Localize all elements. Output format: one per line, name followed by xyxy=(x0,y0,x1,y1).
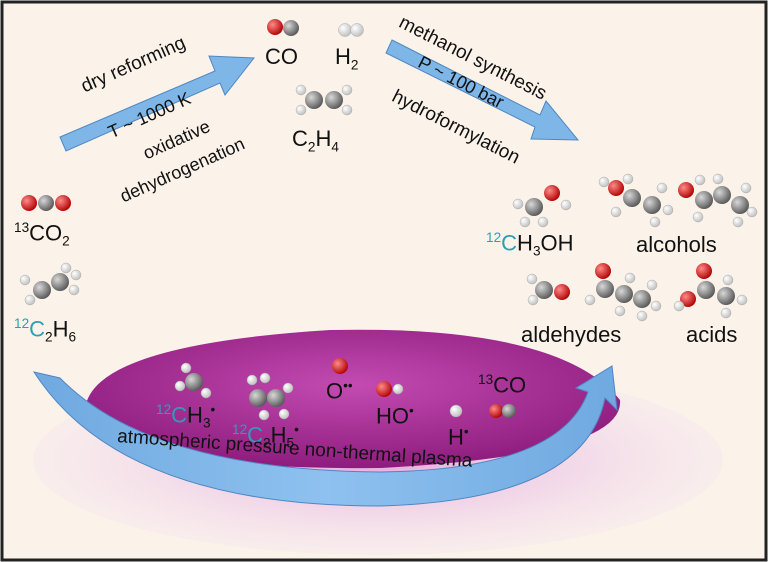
methanol-label: 12CH3OH xyxy=(486,230,574,259)
h2-molecule-icon xyxy=(338,23,364,37)
alcohols-label: alcohols xyxy=(636,232,717,257)
co2-molecule-icon xyxy=(21,195,71,211)
c2h4-molecule-icon xyxy=(295,84,353,116)
c2h5-radical-label: 12C2H5• xyxy=(232,422,299,451)
propanol-molecule-icon xyxy=(678,173,758,228)
ch3-radical-icon xyxy=(174,362,212,399)
co2-label: 13CO2 xyxy=(14,220,70,249)
ho-radical-icon xyxy=(376,381,404,397)
plasma-curved-arrow xyxy=(32,365,618,507)
acid-molecule-icon xyxy=(673,263,748,319)
ethanol-molecule-icon xyxy=(598,173,674,228)
ch3-radical-label: 12CH3• xyxy=(156,402,216,431)
dry-reforming-arrow xyxy=(59,55,255,152)
methanol-synthesis-arrow xyxy=(385,39,580,141)
co13-label: 13CO xyxy=(478,372,527,398)
acids-label: acids xyxy=(686,322,738,347)
h2-label: H2 xyxy=(335,44,359,73)
h-radical-label: H• xyxy=(448,424,469,450)
ho-radical-label: HO• xyxy=(376,403,414,429)
h-atom-icon xyxy=(449,404,463,418)
c2h5-radical-icon xyxy=(246,372,294,421)
methanol-molecule-icon xyxy=(512,185,572,228)
formaldehyde-molecule-icon xyxy=(526,273,570,306)
co-label: CO xyxy=(265,44,298,69)
o-atom-icon xyxy=(332,358,348,374)
o-radical-label: O•• xyxy=(326,378,353,404)
c2h4-label: C2H4 xyxy=(292,126,339,155)
aldehydes-label: aldehydes xyxy=(521,322,622,347)
propanal-molecule-icon xyxy=(584,263,662,322)
co13-molecule-icon xyxy=(489,404,516,418)
c2h6-molecule-icon xyxy=(19,262,82,306)
plasma-disc xyxy=(85,329,621,469)
c2h6-label: 12C2H6 xyxy=(14,316,77,345)
co-molecule-icon xyxy=(267,19,299,36)
